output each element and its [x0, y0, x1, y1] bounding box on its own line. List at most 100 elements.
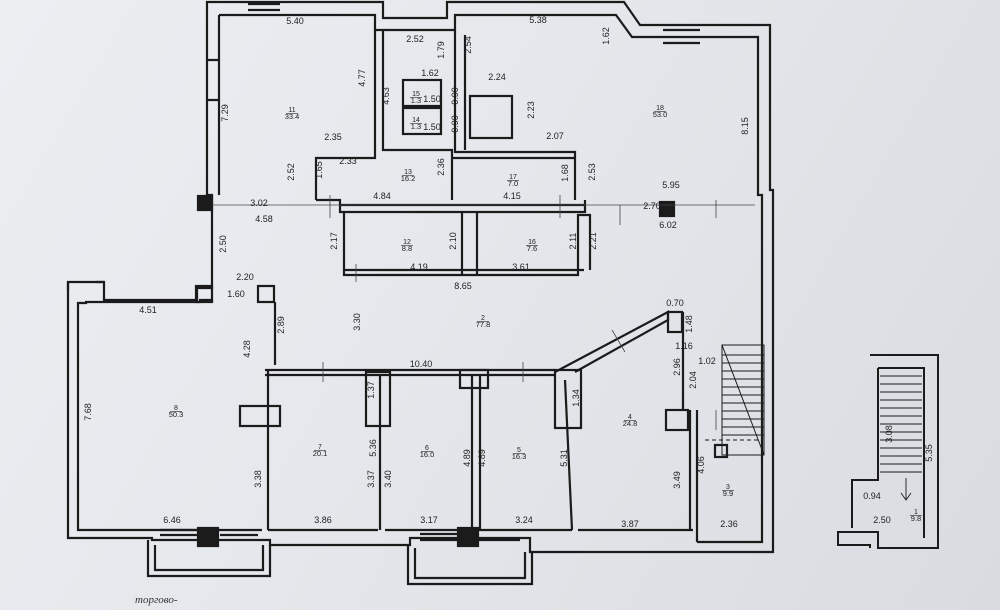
pillar-a	[196, 194, 214, 212]
room-number-11: 11	[288, 107, 295, 114]
dimension-label: 3.08	[884, 425, 894, 443]
dimension-label: 6.46	[163, 515, 181, 525]
footer-label: торгово-	[135, 594, 178, 606]
dimension-labels: 5.407.294.772.352.522.331.654.632.521.79…	[83, 15, 934, 529]
room-area-5: 16.3	[512, 452, 527, 461]
dimension-label: 2.10	[448, 232, 458, 250]
dimension-label: 8.15	[740, 117, 750, 135]
dimension-label: 3.87	[621, 519, 639, 529]
room-labels: 1133.41316.2141.3151.3177.01853.0128.816…	[169, 91, 922, 523]
dimension-label: 4.58	[255, 214, 273, 224]
dimension-label: 4.63	[381, 87, 391, 105]
dimension-label: 2.20	[236, 272, 254, 282]
cell-14	[401, 106, 443, 136]
dimension-label: 4.84	[373, 191, 391, 201]
room-number-14: 14	[412, 117, 420, 124]
window-top-right	[663, 28, 700, 45]
dimension-label: 5.36	[368, 439, 378, 457]
dimension-label: 2.17	[329, 232, 339, 250]
dimension-label: 4.28	[242, 340, 252, 358]
staircase-main	[705, 344, 765, 456]
dimension-label: 3.40	[383, 470, 393, 488]
room-area-2: 77.8	[476, 320, 491, 329]
room-area-18: 53.0	[653, 110, 668, 119]
room-area-6: 16.0	[420, 450, 435, 459]
inner-wall-outline	[76, 13, 764, 544]
dimension-label: 1.50	[423, 94, 441, 104]
dimension-label: 6.02	[659, 220, 677, 230]
pillar-g	[458, 368, 490, 390]
room-number-12: 12	[403, 239, 411, 246]
pillar-l	[456, 526, 480, 548]
room-area-16: 7.6	[527, 244, 537, 253]
room-number-7: 7	[318, 444, 322, 451]
dimension-label: 2.35	[324, 132, 342, 142]
pillar-d	[256, 284, 276, 304]
dimension-label: 4.51	[139, 305, 157, 315]
dimension-label: 2.70	[643, 201, 661, 211]
window-bottom-left	[160, 528, 258, 537]
room-number-2: 2	[481, 315, 485, 322]
dimension-label: 4.06	[696, 456, 706, 474]
dimension-label: 2.52	[286, 163, 296, 181]
stair-block-room1	[837, 354, 939, 549]
dimension-label: 4.89	[462, 449, 472, 467]
room-number-4: 4	[628, 414, 632, 421]
room-number-3: 3	[726, 484, 730, 491]
dimension-label: 2.52	[406, 34, 424, 44]
dimension-label: 1.37	[366, 381, 376, 399]
dimension-label: 2.07	[546, 131, 564, 141]
pillar-f	[364, 370, 392, 428]
room-area-8: 50.3	[169, 410, 184, 419]
dimension-label: 3.17	[420, 515, 438, 525]
dimension-label: 3.37	[366, 470, 376, 488]
room-area-4: 24.8	[623, 419, 638, 428]
dimension-label: 4.15	[503, 191, 521, 201]
dimension-label: 5.31	[559, 449, 569, 467]
dimension-label: 0.70	[666, 298, 684, 308]
dimension-label: 1.62	[601, 27, 611, 45]
dimension-label: 4.77	[357, 69, 367, 87]
room-number-15: 15	[412, 91, 420, 98]
dimension-label: 3.02	[250, 198, 268, 208]
window-top-left	[248, 2, 280, 17]
dimension-label: 3.38	[253, 470, 263, 488]
window-left-wall	[207, 58, 219, 102]
room-area-3: 9.9	[723, 489, 733, 498]
pillar-k	[196, 526, 220, 548]
dimension-label: 2.50	[218, 235, 228, 253]
walls	[66, 0, 775, 586]
dimension-label: 2.36	[720, 519, 738, 529]
dimension-label: 5.95	[662, 180, 680, 190]
dimension-label: 0.90	[450, 87, 460, 105]
dimension-label: 2.36	[436, 158, 446, 176]
dimension-label: 2.54	[463, 36, 473, 54]
pillar-j	[666, 310, 684, 334]
shaft	[468, 94, 514, 140]
dimension-label: 0.90	[450, 115, 460, 133]
interior-walls-upper	[314, 30, 592, 277]
dimension-label: 1.60	[227, 289, 245, 299]
dimension-label: 10.40	[410, 359, 433, 369]
entrance-left	[146, 540, 272, 578]
dimension-label: 0.94	[863, 491, 881, 501]
pillar-i	[664, 408, 690, 432]
dimension-label: 2.23	[526, 101, 536, 119]
room-area-14: 1.3	[411, 122, 421, 131]
room-number-5: 5	[517, 447, 521, 454]
room-number-18: 18	[656, 105, 664, 112]
pillar-e	[238, 404, 282, 428]
cell-15	[401, 78, 443, 108]
room-area-17: 7.0	[508, 179, 518, 188]
dimension-label: 4.89	[477, 449, 487, 467]
room-number-6: 6	[425, 445, 429, 452]
dimension-label: 1.65	[314, 161, 324, 179]
dimension-label: 2.89	[276, 316, 286, 334]
pillar-h	[553, 368, 583, 430]
dimension-label: 3.24	[515, 515, 533, 525]
dimension-lines	[212, 195, 755, 430]
room-area-1: 9.8	[911, 514, 921, 523]
dimension-label: 5.38	[529, 15, 547, 25]
